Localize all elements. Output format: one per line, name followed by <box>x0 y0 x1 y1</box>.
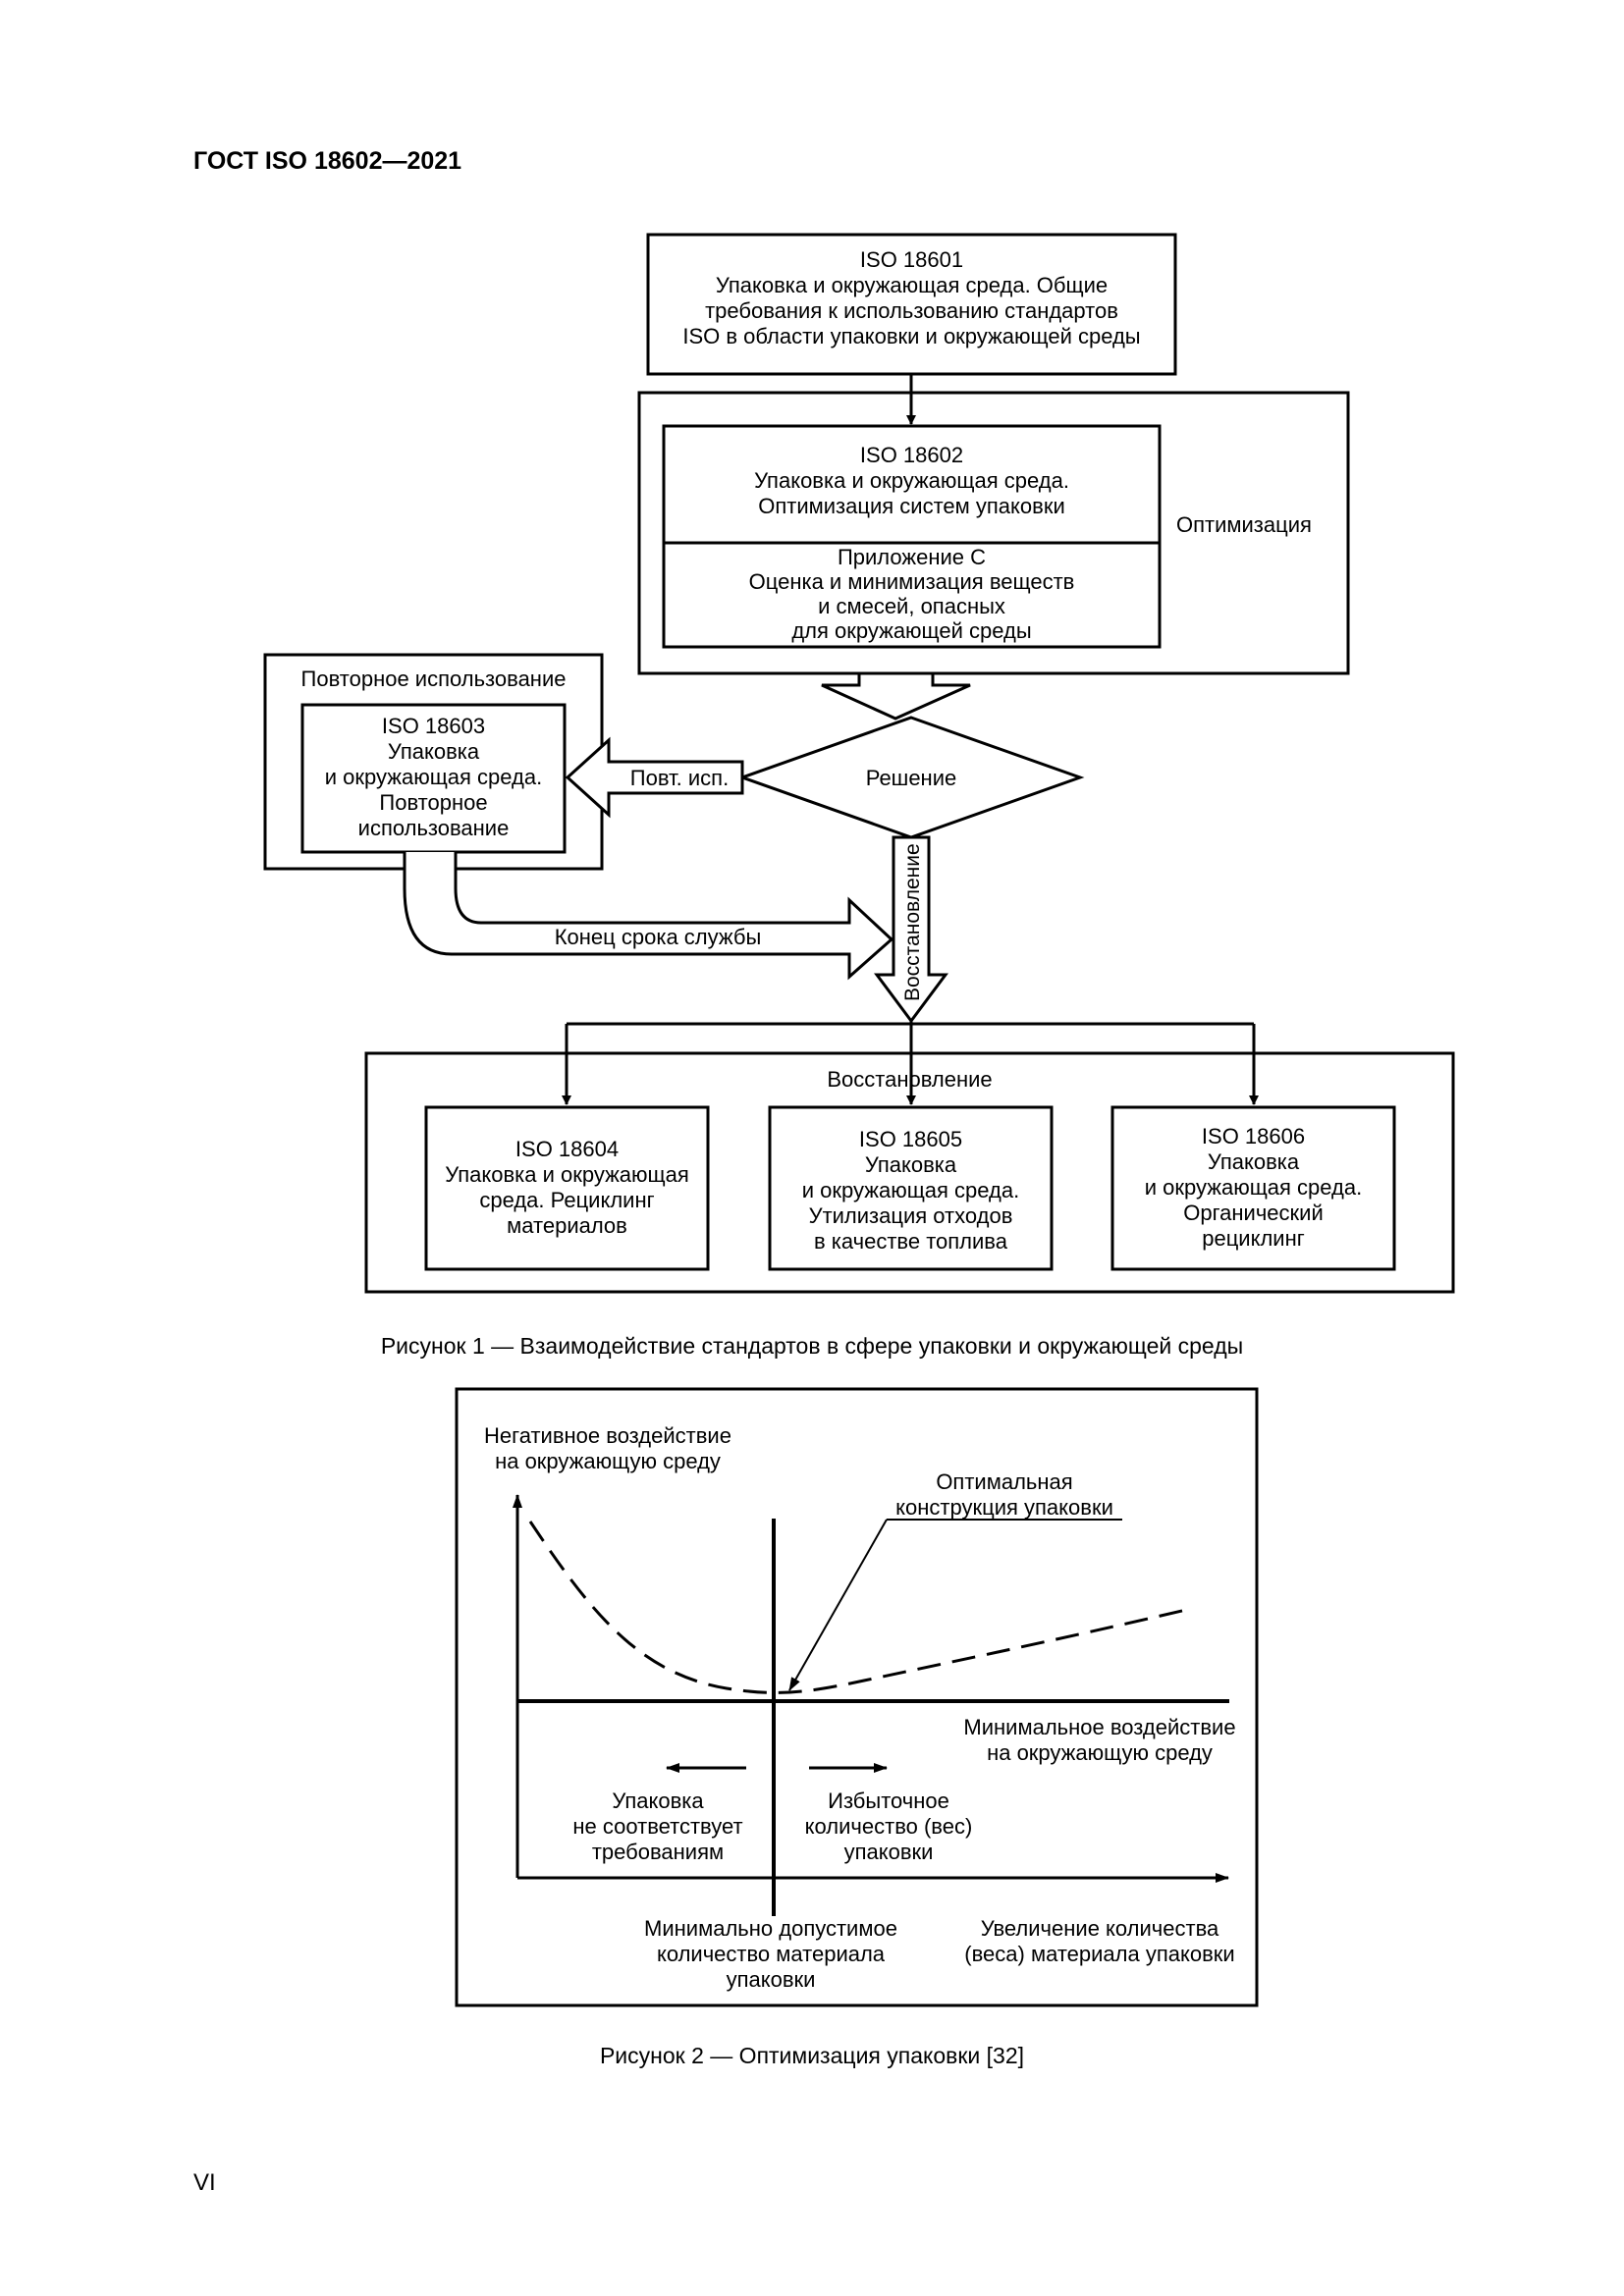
iso18606-box <box>1110 1105 1396 1271</box>
y-axis-label-line: на окружающую среду <box>495 1449 721 1473</box>
iso18606-line: Упаковка <box>1207 1149 1300 1174</box>
iso18602-box <box>662 424 1162 649</box>
min-material-label: Минимально допустимое количество материа… <box>628 1916 913 1993</box>
iso18604-text: ISO 18604 Упаковка и окружающая среда. Р… <box>426 1137 708 1239</box>
iso18605-line: и окружающая среда. <box>801 1178 1020 1202</box>
x-axis-label: Увеличение количества (веса) материала у… <box>947 1916 1252 1967</box>
left-region-label-line: не соответствует <box>572 1814 743 1839</box>
recovery-arrow-label: Восстановление <box>901 843 924 1001</box>
optimization-frame <box>637 391 1350 675</box>
min-impact-label: Минимальное воздействие на окружающую ср… <box>952 1715 1247 1766</box>
right-region-label-line: количество (вес) <box>804 1814 973 1839</box>
iso18605-line: в качестве топлива <box>813 1229 1007 1254</box>
iso18604-box <box>424 1105 710 1271</box>
min-impact-label-line: Минимальное воздействие <box>963 1715 1236 1739</box>
iso18603-line: ISO 18603 <box>381 714 486 738</box>
iso18601-line: Упаковка и окружающая среда. Общие <box>715 273 1109 297</box>
iso18603-line: и окружающая среда. <box>324 765 543 789</box>
x-axis-label-line: Увеличение количества <box>980 1916 1219 1941</box>
right-region-label-line: упаковки <box>843 1840 934 1864</box>
reuse-left-arrow <box>565 736 744 819</box>
iso18602-line: Оптимизация систем упаковки <box>758 494 1065 518</box>
iso18603-text: ISO 18603 Упаковка и окружающая среда. П… <box>302 714 565 841</box>
reuse-group-label: Повторное использование <box>300 667 567 691</box>
min-material-label-line: упаковки <box>726 1967 816 1992</box>
iso18602-line: ISO 18602 <box>859 443 964 467</box>
iso18603-line: использование <box>357 816 510 840</box>
x-axis-label-line: (веса) материала упаковки <box>964 1942 1235 1966</box>
annex-c-text: Приложение С Оценка и минимизация вещест… <box>664 545 1160 643</box>
iso18605-line: ISO 18605 <box>858 1127 963 1151</box>
iso18601-line: ISO в области упаковки и окружающей сред… <box>682 324 1141 348</box>
iso18603-line: Повторное <box>379 790 488 815</box>
recovery-down-arrow <box>874 835 948 1024</box>
iso18603-line: Упаковка <box>387 739 480 764</box>
decision-label: Решение <box>865 766 957 790</box>
iso18604-line: среда. Рециклинг <box>479 1188 655 1212</box>
iso18605-line: Утилизация отходов <box>808 1203 1013 1228</box>
figure2-caption: Рисунок 2 — Оптимизация упаковки [32] <box>599 2043 1025 2068</box>
optimal-label-line: Оптимальная <box>936 1469 1073 1494</box>
left-region-label-line: требованиям <box>591 1840 725 1864</box>
iso18605-text: ISO 18605 Упаковка и окружающая среда. У… <box>770 1127 1052 1255</box>
iso18601-text: ISO 18601 Упаковка и окружающая среда. О… <box>648 247 1175 349</box>
annex-c-line: и смесей, опасных <box>818 594 1005 618</box>
iso18601-line: требования к использованию стандартов <box>705 298 1118 323</box>
right-region-label-line: Избыточное <box>828 1789 949 1813</box>
optimization-label: Оптимизация <box>1176 512 1312 537</box>
annex-c-line: Приложение С <box>837 545 987 569</box>
iso18604-line: ISO 18604 <box>514 1137 620 1161</box>
annex-c-line: Оценка и минимизация веществ <box>748 569 1075 594</box>
iso18604-line: Упаковка и окружающая <box>445 1162 689 1187</box>
iso18606-line: и окружающая среда. <box>1144 1175 1363 1200</box>
right-region-label: Избыточное количество (вес) упаковки <box>785 1789 992 1865</box>
y-axis-label-line: Негативное воздействие <box>484 1423 731 1448</box>
end-of-life-label: Конец срока службы <box>554 925 762 949</box>
y-axis-label: Негативное воздействие на окружающую сре… <box>465 1423 750 1474</box>
iso18605-box <box>768 1105 1054 1271</box>
iso18606-text: ISO 18606 Упаковка и окружающая среда. О… <box>1112 1124 1394 1252</box>
end-of-life-arrow <box>403 852 894 981</box>
min-material-label-line: Минимально допустимое <box>644 1916 897 1941</box>
reuse-arrow-label: Повт. исп. <box>629 766 730 790</box>
document-header: ГОСТ ISO 18602—2021 <box>193 147 462 175</box>
iso18601-line: ISO 18601 <box>859 247 964 272</box>
optimal-label-line: конструкция упаковки <box>895 1495 1113 1520</box>
iso18606-line: рециклинг <box>1202 1226 1305 1251</box>
optimal-label: Оптимальная конструкция упаковки <box>887 1469 1122 1521</box>
iso18606-line: ISO 18606 <box>1201 1124 1306 1148</box>
recovery-group-label: Восстановление <box>827 1067 993 1092</box>
page-number: VI <box>193 2169 216 2196</box>
left-region-label: Упаковка не соответствует требованиям <box>550 1789 766 1865</box>
left-region-label-line: Упаковка <box>612 1789 704 1813</box>
iso18604-line: материалов <box>507 1213 627 1238</box>
iso18602-line: Упаковка и окружающая среда. <box>754 468 1069 493</box>
min-impact-label-line: на окружающую среду <box>987 1740 1213 1765</box>
optimization-down-arrow <box>821 671 971 721</box>
iso18606-line: Органический <box>1183 1201 1324 1225</box>
iso18602-text: ISO 18602 Упаковка и окружающая среда. О… <box>664 443 1160 519</box>
figure1-caption: Рисунок 1 — Взаимодействие стандартов в … <box>380 1333 1244 1359</box>
min-material-label-line: количество материала <box>656 1942 886 1966</box>
iso18605-line: Упаковка <box>864 1152 957 1177</box>
annex-c-line: для окружающей среды <box>791 618 1032 643</box>
